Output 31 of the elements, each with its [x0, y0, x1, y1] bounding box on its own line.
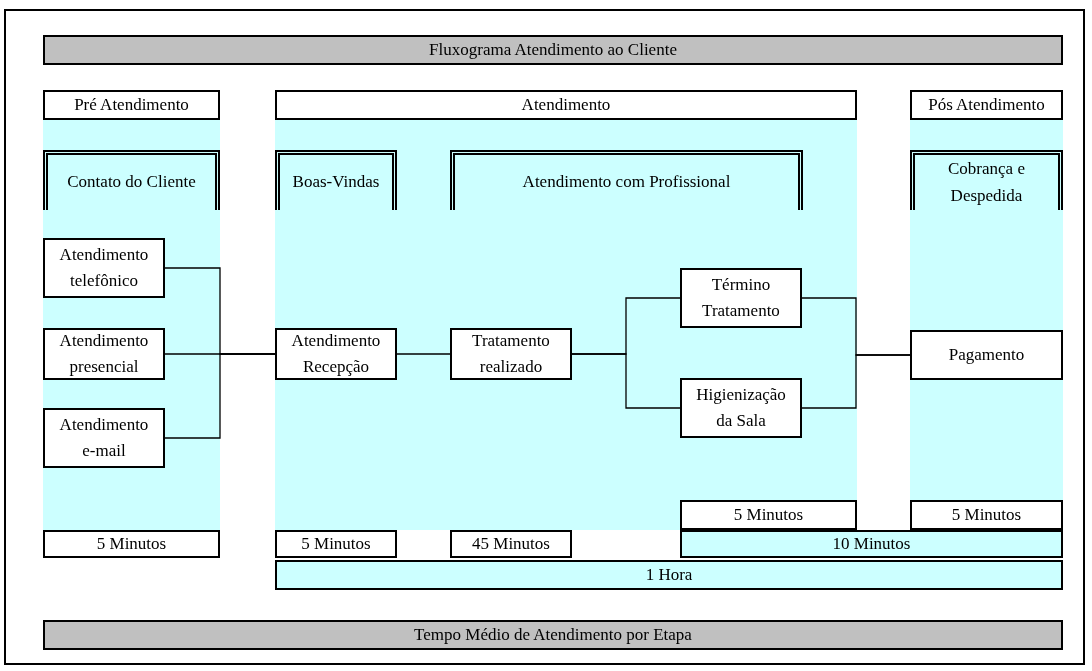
stage-header: Contato do Cliente [43, 150, 220, 210]
stage-header: Boas-Vindas [275, 150, 397, 210]
process-box: Atendimento presencial [43, 328, 165, 380]
duration-bar: 1 Hora [275, 560, 1063, 590]
duration-bar: 10 Minutos [680, 530, 1063, 558]
duration-bar: 5 Minutos [275, 530, 397, 558]
column-header: Pós Atendimento [910, 90, 1063, 120]
footer-bar: Tempo Médio de Atendimento por Etapa [43, 620, 1063, 650]
process-box: Atendimento telefônico [43, 238, 165, 298]
connector-line [396, 353, 451, 355]
column-header: Atendimento [275, 90, 857, 120]
stage-header: Cobrança e Despedida [910, 150, 1063, 210]
column-band [43, 120, 220, 530]
duration-bar: 5 Minutos [910, 500, 1063, 530]
title-bar: Fluxograma Atendimento ao Cliente [43, 35, 1063, 65]
stage-header: Atendimento com Profissional [450, 150, 803, 210]
column-band [275, 120, 857, 530]
duration-bar: 45 Minutos [450, 530, 572, 558]
connector-line [164, 353, 276, 439]
duration-bar: 5 Minutos [43, 530, 220, 558]
process-box: Atendimento e-mail [43, 408, 165, 468]
process-box: Tratamento realizado [450, 328, 572, 380]
column-header: Pré Atendimento [43, 90, 220, 120]
connector-line [801, 354, 911, 409]
process-box: Pagamento [910, 330, 1063, 380]
connector-line [571, 353, 681, 409]
process-box: Atendimento Recepção [275, 328, 397, 380]
process-box: Higienização da Sala [680, 378, 802, 438]
process-box: Término Tratamento [680, 268, 802, 328]
column-band [910, 120, 1063, 530]
duration-bar: 5 Minutos [680, 500, 857, 530]
